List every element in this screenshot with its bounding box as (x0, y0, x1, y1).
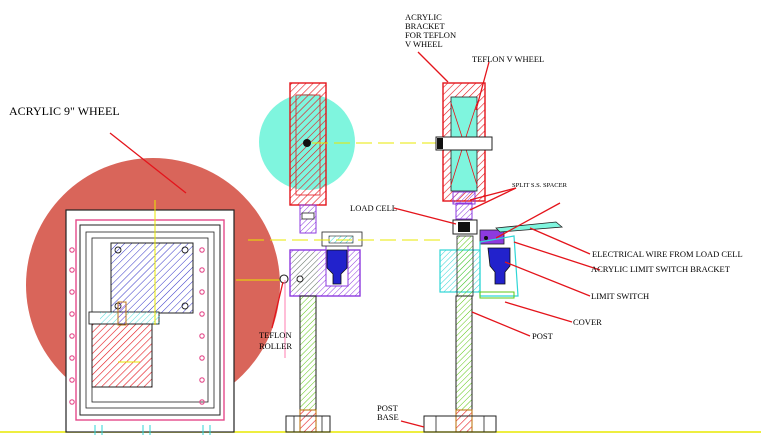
label-split-spacer: SPLIT S.S. SPACER (512, 182, 568, 189)
label-acrylic-wheel: ACRYLIC 9" WHEEL (9, 104, 120, 118)
electrical-wire (495, 221, 564, 233)
label-cover: COVER (573, 317, 602, 327)
counterweight-block (91, 323, 153, 388)
label-acrylic-bracket-line1: ACRYLIC (405, 12, 442, 22)
axle (303, 139, 311, 147)
post (455, 295, 473, 411)
label-electrical-wire: ELECTRICAL WIRE FROM LOAD CELL (592, 249, 743, 259)
middle-post (299, 295, 317, 411)
label-teflon-roller-line1: TEFLON (259, 330, 292, 340)
label-acrylic-bracket-line2: BRACKET (405, 21, 445, 31)
label-acrylic-bracket-line3: FOR TEFLON (405, 30, 456, 40)
label-post-base-line2: BASE (377, 412, 399, 422)
side-view (248, 82, 440, 433)
label-post-base-line1: POST (377, 403, 399, 413)
label-limit-switch: LIMIT SWITCH (591, 291, 649, 301)
label-teflon-roller-line2: ROLLER (259, 341, 292, 351)
end-view (423, 82, 564, 433)
label-post: POST (532, 331, 554, 341)
label-acrylic-bracket-line4: V WHEEL (405, 39, 443, 49)
frame-bolts (69, 247, 205, 405)
post-base (423, 415, 497, 433)
label-load-cell: LOAD CELL (350, 203, 397, 213)
label-limit-switch-bracket: ACRYLIC LIMIT SWITCH BRACKET (591, 264, 731, 274)
front-view (26, 158, 283, 435)
leader-lines (109, 51, 601, 428)
label-teflon-v-wheel: TEFLON V WHEEL (472, 54, 544, 64)
